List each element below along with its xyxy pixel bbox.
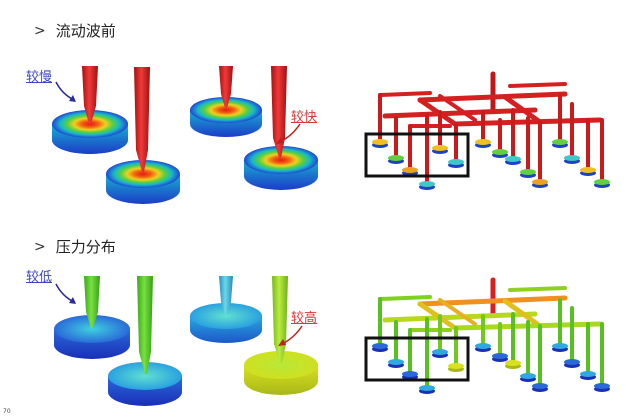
flow-front-disc-fast-right [244,146,318,190]
chevron-right-icon: > [34,22,46,39]
section-heading-flow-front: > 流动波前 [34,20,116,41]
chevron-right-icon: > [34,238,46,255]
callout-arrow-higher [278,325,303,346]
page-number: 70 [3,408,11,415]
flow-nozzle-center [134,67,150,172]
flow-front-disc-slow-left [52,110,128,154]
pressure-disc-low-left [54,315,130,359]
callout-arrow-slower [55,81,76,102]
section-heading-pressure: > 压力分布 [34,236,116,257]
pressure-nozzle-right-top [219,276,233,314]
callout-arrow-faster [276,123,301,144]
runner-system-flow-front [378,71,604,184]
pressure-nozzle-low [84,276,100,328]
pressure-nozzle-high [272,276,288,363]
runner-parts-flow-front [372,139,610,190]
callout-label-slower: 较慢 [26,70,53,85]
flow-nozzle-fast [271,66,287,158]
flow-front-disc-center [106,160,180,204]
callout-arrow-lower [55,283,76,304]
pressure-disc-high-right [244,351,318,395]
highlight-box-pressure [364,336,470,382]
callout-label-lower: 较低 [26,270,53,285]
pressure-disc-center [108,362,182,406]
callout-label-faster: 较快 [291,110,318,125]
flow-front-disc-right-top [190,97,262,137]
runner-parts-pressure [372,343,610,394]
flow-nozzle-right-top [219,66,233,108]
pressure-nozzle-center [137,276,153,374]
highlight-box-flow [364,132,470,178]
section-title-pressure: 压力分布 [55,238,116,256]
section-title-flow-front: 流动波前 [55,22,116,40]
callout-label-higher: 较高 [291,311,318,326]
pressure-disc-right-top [190,303,262,343]
flow-nozzle-slow [82,66,98,124]
runner-system-pressure [378,277,604,388]
